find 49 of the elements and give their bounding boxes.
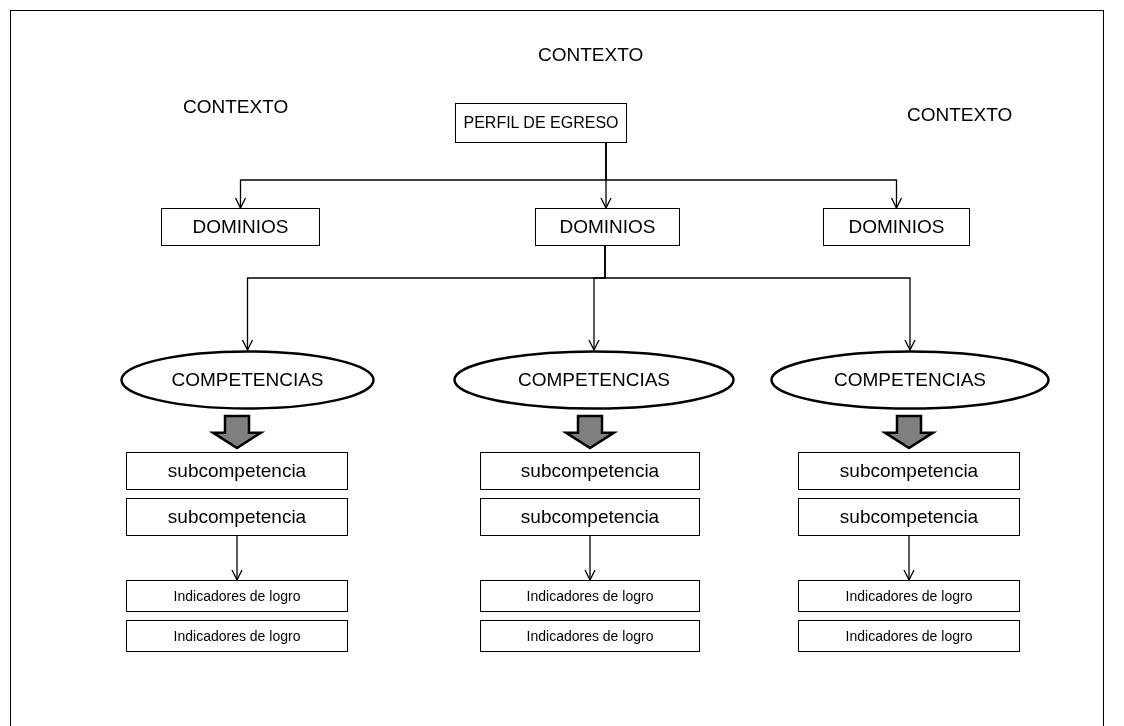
node-label: COMPETENCIAS xyxy=(834,369,986,391)
block-arrow xyxy=(561,414,619,450)
node-label: subcompetencia xyxy=(839,460,979,482)
node-label: DOMINIOS xyxy=(848,216,945,238)
node-label: subcompetencia xyxy=(167,460,307,482)
node-label: subcompetencia xyxy=(520,460,660,482)
process-box xyxy=(823,208,970,246)
process-box xyxy=(480,580,700,612)
node-label: Indicadores de logro xyxy=(845,588,973,604)
node-label: PERFIL DE EGRESO xyxy=(463,114,619,132)
node-label: Indicadores de logro xyxy=(173,628,301,644)
process-box xyxy=(798,620,1020,652)
process-box xyxy=(798,452,1020,490)
process-box xyxy=(126,620,348,652)
arrow xyxy=(604,245,916,351)
process-box xyxy=(480,498,700,536)
process-box xyxy=(126,452,348,490)
block-arrow xyxy=(208,414,266,450)
arrow xyxy=(584,535,596,581)
node-label: subcompetencia xyxy=(167,506,307,528)
ellipse-node xyxy=(770,350,1050,410)
context-label: CONTEXTO xyxy=(907,104,1013,126)
arrow xyxy=(231,535,243,581)
arrow xyxy=(903,535,915,581)
context-label: CONTEXTO xyxy=(538,44,644,66)
process-box xyxy=(126,580,348,612)
process-box xyxy=(455,103,627,143)
process-box xyxy=(535,208,680,246)
node-label: subcompetencia xyxy=(520,506,660,528)
node-label: COMPETENCIAS xyxy=(171,369,324,391)
node-label: DOMINIOS xyxy=(192,216,289,238)
node-label: Indicadores de logro xyxy=(526,628,654,644)
node-label: DOMINIOS xyxy=(559,216,656,238)
block-arrow xyxy=(880,414,938,450)
ellipse-node xyxy=(453,350,735,410)
ellipse-node xyxy=(120,350,375,410)
process-box xyxy=(480,620,700,652)
node-label: COMPETENCIAS xyxy=(518,369,670,391)
node-label: Indicadores de logro xyxy=(526,588,654,604)
arrow xyxy=(605,142,903,209)
node-label: Indicadores de logro xyxy=(173,588,301,604)
process-box xyxy=(126,498,348,536)
process-box xyxy=(798,498,1020,536)
process-box xyxy=(480,452,700,490)
node-label: subcompetencia xyxy=(839,506,979,528)
context-label: CONTEXTO xyxy=(183,96,289,118)
process-box xyxy=(161,208,320,246)
node-label: Indicadores de logro xyxy=(845,628,973,644)
process-box xyxy=(798,580,1020,612)
